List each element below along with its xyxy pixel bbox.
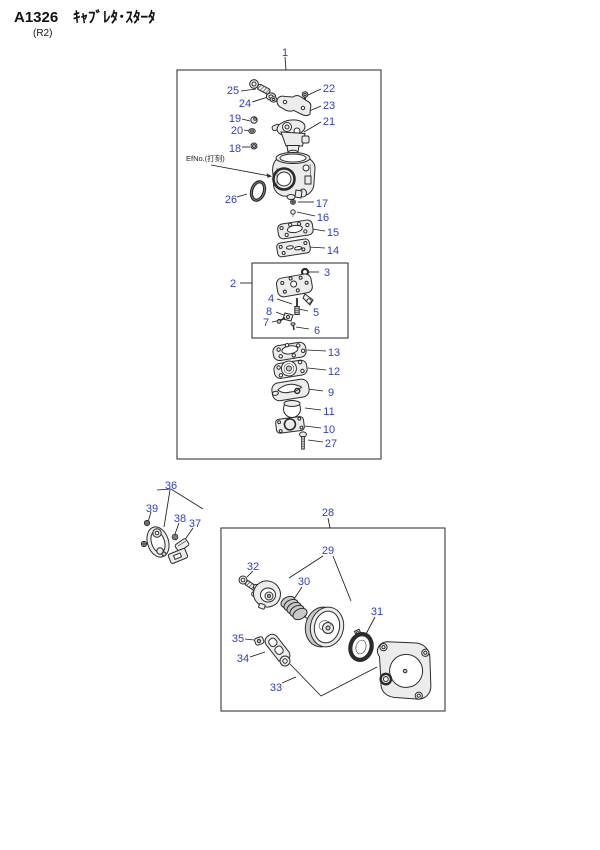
part-33-starter-rope bbox=[289, 663, 378, 697]
part-26-oring bbox=[249, 180, 267, 202]
part-rope-reel bbox=[304, 606, 345, 648]
callout-25: 25 bbox=[227, 85, 239, 97]
callout-8: 8 bbox=[266, 306, 272, 318]
carburetor-box bbox=[176, 69, 382, 460]
part-16-valve bbox=[290, 209, 296, 217]
part-27-screw bbox=[299, 431, 307, 450]
revision: (R2) bbox=[33, 28, 52, 39]
part-15-pump-gasket bbox=[277, 219, 314, 240]
efno-arrowhead bbox=[266, 173, 272, 178]
callout-5: 5 bbox=[313, 307, 319, 319]
callout-29: 29 bbox=[322, 545, 334, 557]
callout-2: 2 bbox=[230, 278, 236, 290]
callout-38: 38 bbox=[174, 513, 186, 525]
page-title: ｷｬﾌﾞﾚﾀ･ｽﾀｰﾀ bbox=[73, 8, 156, 26]
callout-17: 17 bbox=[316, 198, 328, 210]
part-18-nut bbox=[250, 142, 258, 150]
callout-30: 30 bbox=[298, 576, 310, 588]
callout-21: 21 bbox=[323, 116, 335, 128]
callout-39: 39 bbox=[146, 503, 158, 515]
part-11-primer-bulb bbox=[283, 400, 301, 418]
part-left-screw bbox=[140, 540, 148, 548]
starter-box bbox=[220, 527, 446, 712]
callout-34: 34 bbox=[237, 653, 249, 665]
leader-lines bbox=[148, 56, 376, 684]
callout-10: 10 bbox=[323, 424, 335, 436]
part-19-valve bbox=[250, 116, 258, 124]
part-35-clip bbox=[254, 636, 265, 646]
part-9-pump-cover bbox=[271, 378, 310, 402]
callout-6: 6 bbox=[314, 325, 320, 337]
callout-12: 12 bbox=[328, 366, 340, 378]
part-7-screw bbox=[276, 317, 286, 324]
part-6-pin bbox=[290, 322, 296, 331]
callouts: 1 25 24 22 23 19 20 21 18 26 17 16 15 14… bbox=[146, 47, 383, 694]
callout-22: 22 bbox=[323, 83, 335, 95]
callout-1: 1 bbox=[282, 47, 288, 59]
part-24-washer bbox=[265, 92, 278, 103]
part-17-nut bbox=[290, 199, 296, 205]
callout-20: 20 bbox=[231, 125, 243, 137]
callout-33: 33 bbox=[270, 682, 282, 694]
page-code: A1326 bbox=[14, 9, 58, 26]
callout-37: 37 bbox=[189, 518, 201, 530]
callout-28: 28 bbox=[322, 507, 334, 519]
callout-11: 11 bbox=[323, 406, 334, 418]
callout-13: 13 bbox=[328, 347, 340, 359]
callout-9: 9 bbox=[328, 387, 334, 399]
part-20-ring bbox=[248, 128, 256, 134]
efno-note: EfNo.(打刻) bbox=[186, 153, 225, 163]
part-25-bolt bbox=[249, 79, 271, 95]
callout-35: 35 bbox=[232, 633, 244, 645]
callout-14: 14 bbox=[327, 245, 339, 257]
callout-18: 18 bbox=[229, 143, 241, 155]
callout-4: 4 bbox=[268, 293, 274, 305]
callout-23: 23 bbox=[323, 100, 335, 112]
part-starter-housing bbox=[377, 641, 432, 700]
callout-31: 31 bbox=[371, 606, 383, 618]
callout-16: 16 bbox=[317, 212, 329, 224]
callout-7: 7 bbox=[263, 317, 269, 329]
part-8-lever bbox=[282, 312, 294, 322]
part-10-bulb-plate bbox=[275, 416, 305, 434]
part-21-throttle-assembly bbox=[271, 119, 310, 156]
callout-19: 19 bbox=[229, 113, 241, 125]
pump-sub-box bbox=[251, 262, 349, 339]
part-34-starter-grip bbox=[264, 633, 291, 667]
part-13-gasket bbox=[272, 341, 307, 362]
part-12-metering-diaphragm bbox=[273, 359, 308, 379]
callout-24: 24 bbox=[239, 98, 251, 110]
part-38-washer bbox=[171, 533, 179, 541]
part-lower-bracket bbox=[161, 548, 189, 564]
callout-32: 32 bbox=[247, 561, 259, 573]
part-carburetor-body bbox=[272, 152, 316, 200]
callout-3: 3 bbox=[324, 267, 330, 279]
part-36-pawl-assembly bbox=[146, 526, 170, 558]
part-14-diaphragm bbox=[276, 238, 311, 258]
callout-36: 36 bbox=[165, 480, 177, 492]
part-31-rope-guide bbox=[348, 628, 374, 662]
part-29-starter-pulley bbox=[251, 580, 281, 610]
part-30-spring bbox=[280, 595, 311, 622]
callout-27: 27 bbox=[325, 438, 337, 450]
part-5-spring bbox=[294, 306, 300, 315]
part-39-screw bbox=[143, 519, 151, 527]
callout-15: 15 bbox=[327, 227, 339, 239]
callout-26: 26 bbox=[225, 194, 237, 206]
part-pump-body bbox=[275, 273, 314, 306]
part-23-bracket bbox=[276, 95, 312, 117]
